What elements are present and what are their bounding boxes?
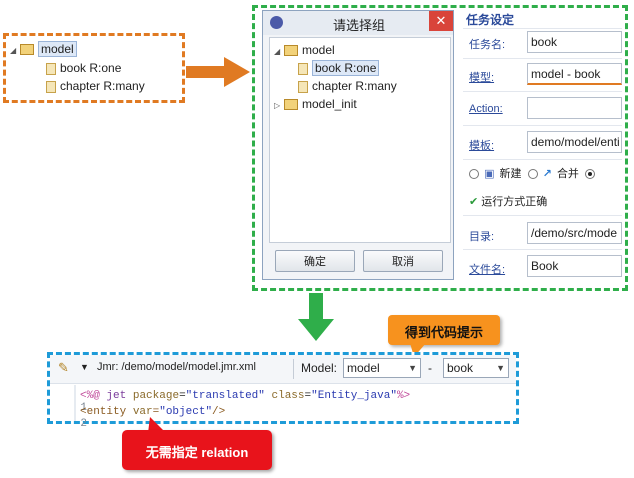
check-icon: ✔ [469, 196, 479, 208]
line-number: 1 [80, 402, 88, 414]
tree-label: model [302, 43, 335, 57]
dialog-title: 请选择组 [333, 18, 386, 33]
dialog-frame [252, 5, 628, 291]
template-tool-icon[interactable]: ✎ [58, 360, 69, 375]
dropdown-arrow-icon[interactable]: ▼ [80, 362, 89, 372]
code-text[interactable]: <entity var="object"/> [80, 406, 226, 418]
class-icon [298, 80, 308, 93]
tree-item-model-init[interactable]: ▷ model_init [274, 96, 357, 112]
model-tree-box: ◢ model book R:one chapter R:many [3, 33, 185, 103]
filename-field[interactable]: Book [527, 255, 622, 277]
collapsed-arrow-icon[interactable]: ▷ [274, 101, 281, 110]
callout-pointer [148, 417, 166, 433]
chevron-down-icon: ▼ [408, 363, 417, 373]
tree-item-chapter[interactable]: chapter R:many [46, 78, 145, 94]
sub-model-select-value: book [447, 361, 474, 375]
group-tree: ◢ model book R:one chapter R:many ▷ model_… [269, 37, 451, 243]
radio-button[interactable] [469, 169, 479, 180]
model-field[interactable]: model - book [527, 63, 622, 85]
package-icon [284, 45, 298, 57]
model-link[interactable]: 模型: [469, 72, 495, 84]
tree-item-model[interactable]: ◢ model [274, 42, 335, 58]
divider [463, 159, 622, 160]
model-select[interactable]: model ▼ [343, 358, 421, 378]
ok-button[interactable]: 确定 [275, 250, 355, 272]
radio-merge-label: 合并 [556, 168, 579, 180]
sub-model-select[interactable]: book ▼ [443, 358, 509, 378]
editor-toolbar: ✎ ▼ Jmr: /demo/model/model.jmr.xml Model… [50, 355, 516, 384]
radio-button-selected[interactable] [585, 169, 595, 180]
divider [463, 28, 622, 29]
template-link[interactable]: 模板: [469, 140, 495, 152]
select-group-dialog: 请选择组 ✕ ◢ model book R:one chapter R:many … [262, 10, 454, 280]
code-hint-callout: 得到代码提示 [388, 315, 500, 345]
tree-item-book[interactable]: book R:one [298, 60, 380, 76]
divider [463, 91, 622, 92]
new-file-icon: ▣ [484, 168, 495, 180]
tree-label: chapter R:many [312, 79, 397, 93]
mode-radio-group: ▣ 新建 ↗ 合并 [469, 165, 595, 181]
directory-label: 目录: [469, 231, 495, 243]
filename-link[interactable]: 文件名: [469, 264, 506, 276]
line-number: 2 [80, 418, 88, 430]
expand-arrow-icon[interactable]: ◢ [10, 46, 17, 55]
code-line[interactable]: 1 <%@ jet package="translated" class="En… [54, 390, 410, 438]
tree-item-book[interactable]: book R:one [46, 60, 121, 76]
directory-field[interactable]: /demo/src/mode [527, 222, 622, 244]
right-arrow-icon [186, 57, 250, 87]
package-icon [20, 44, 34, 56]
task-settings-panel: 任务设定 任务名: book 模型: model - book Action: … [463, 11, 622, 287]
select-separator: - [428, 361, 432, 375]
radio-new-label: 新建 [499, 168, 522, 180]
code-text[interactable]: <%@ jet package="translated" class="Enti… [80, 390, 411, 402]
action-link[interactable]: Action: [469, 103, 503, 115]
tree-label: book R:one [60, 61, 122, 75]
tree-label: chapter R:many [60, 79, 145, 93]
callout-text: 得到代码提示 [404, 325, 483, 340]
run-status: ✔ 运行方式正确 [469, 193, 547, 209]
divider [463, 249, 622, 250]
tree-label: book R:one [312, 60, 380, 76]
expand-arrow-icon[interactable]: ◢ [274, 47, 281, 56]
jet-editor: ✎ ▼ Jmr: /demo/model/model.jmr.xml Model… [47, 352, 519, 430]
action-field[interactable] [527, 97, 622, 119]
class-icon [46, 62, 56, 75]
package-icon [284, 99, 298, 111]
code-line[interactable]: 2 <entity var="object"/> [54, 406, 225, 454]
merge-icon: ↗ [542, 168, 552, 180]
divider [463, 125, 622, 126]
eclipse-logo-icon [270, 16, 283, 29]
tree-label: model_init [302, 97, 357, 111]
toolbar-separator [293, 359, 294, 379]
panel-header: 任务设定 [466, 13, 515, 27]
tree-item-chapter[interactable]: chapter R:many [298, 78, 397, 94]
class-icon [298, 62, 308, 75]
close-icon[interactable]: ✕ [429, 11, 453, 31]
tree-item-model[interactable]: ◢ model [10, 41, 77, 57]
model-select-value: model [347, 361, 380, 375]
divider [463, 58, 622, 59]
radio-button[interactable] [527, 169, 538, 180]
task-name-label: 任务名: [469, 39, 506, 51]
jmr-path: Jmr: /demo/model/model.jmr.xml [97, 361, 256, 373]
model-label: Model: [301, 361, 338, 375]
tree-label: model [38, 41, 77, 57]
down-arrow-icon [298, 293, 334, 341]
dialog-titlebar[interactable]: 请选择组 ✕ [263, 11, 453, 35]
divider [463, 215, 622, 216]
run-status-text: 运行方式正确 [481, 196, 548, 208]
class-icon [46, 80, 56, 93]
template-field[interactable]: demo/model/enti [527, 131, 622, 153]
cancel-button[interactable]: 取消 [363, 250, 443, 272]
task-name-field[interactable]: book [527, 31, 622, 53]
relation-callout: 无需指定 relation [122, 430, 272, 470]
gutter-line [74, 385, 76, 421]
callout-text: 无需指定 relation [145, 445, 249, 460]
chevron-down-icon: ▼ [496, 363, 505, 373]
